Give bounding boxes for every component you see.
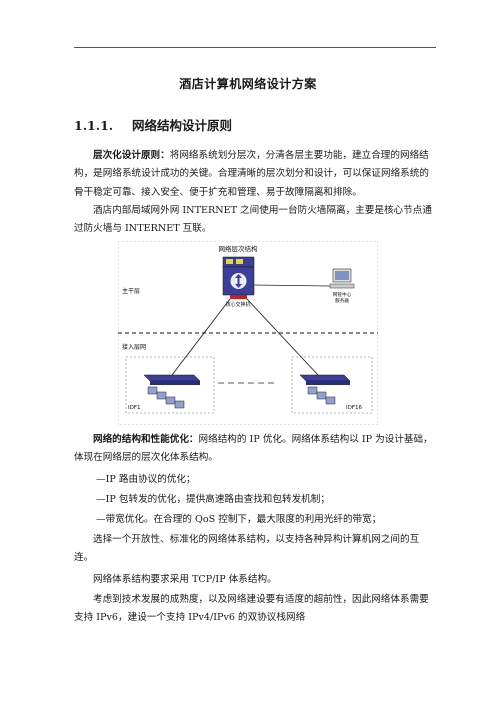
access-switch-icon — [299, 374, 351, 385]
paragraph-lead: 网络的结构和性能优化： — [93, 434, 199, 445]
mgmt-center-label: 网管中心 — [333, 291, 352, 298]
paragraph-text: —IP 路由协议的优化； — [96, 474, 196, 485]
header-rule — [74, 47, 436, 48]
idf-left-frame — [125, 356, 215, 414]
server-link — [253, 284, 331, 287]
bullet-bandwidth: —带宽优化。在合理的 QoS 控制下，最大限度的利用光纤的带宽； — [74, 511, 458, 529]
paragraph-text: 将网络系统划分层次，分清各层主要功能，建立合理的网络结构，是网络系统设计成功的关… — [74, 150, 429, 198]
pc-icon — [147, 386, 185, 409]
paragraph-lead: 层次化设计原则： — [93, 150, 170, 161]
idf-right-frame — [291, 356, 373, 414]
section-number: 1.1.1. — [74, 118, 114, 133]
core-switch-label: 核心交换机 — [225, 301, 250, 308]
paragraph-ipv6: 考虑到技术发展的成熟度，以及网络建设要有适度的超前性，因此网络体系需要支持 IP… — [74, 591, 436, 628]
idf-left-label: IDF1 — [128, 405, 141, 411]
paragraph-text: 酒店内部局域网外网 INTERNET 之间使用一台防火墙隔离，主要是核心节点通过… — [74, 205, 432, 235]
uplink-left — [171, 298, 231, 376]
server-computer-icon — [329, 268, 355, 289]
section-heading: 1.1.1. 网络结构设计原则 — [74, 115, 232, 134]
paragraph-firewall: 酒店内部局域网外网 INTERNET 之间使用一台防火墙隔离，主要是核心节点通过… — [74, 202, 436, 239]
section-title: 网络结构设计原则 — [132, 118, 233, 133]
idf-right-label: IDF16 — [346, 405, 363, 411]
paragraph-text: —IP 包转发的优化，提供高速路由查找和包转发机制； — [96, 494, 330, 505]
uplink-right — [246, 298, 319, 376]
mgmt-server-label: 服务器 — [335, 297, 349, 304]
paragraph-text: 选择一个开放性、标准化的网络体系结构，以支持各种异构计算机网之间的互连。 — [74, 534, 420, 564]
backbone-label: 主干层 — [122, 287, 140, 295]
paragraph-tcpip: 网络体系结构要求采用 TCP/IP 体系结构。 — [74, 571, 436, 589]
bullet-routing: —IP 路由协议的优化； — [74, 471, 458, 489]
access-switch-icon — [143, 374, 201, 385]
paragraph-open-architecture: 选择一个开放性、标准化的网络体系结构，以支持各种异构计算机网之间的互连。 — [74, 531, 436, 568]
paragraph-hierarchy: 层次化设计原则：将网络系统划分层次，分清各层主要功能，建立合理的网络结构，是网络… — [74, 147, 436, 202]
bullet-forwarding: —IP 包转发的优化，提供高速路由查找和包转发机制； — [74, 491, 458, 509]
access-label: 接入层网 — [122, 343, 146, 351]
core-switch-icon — [222, 256, 255, 299]
paragraph-text: 网络体系结构要求采用 TCP/IP 体系结构。 — [93, 574, 277, 585]
network-topology-diagram: 网络层次结构 主干层 接入层网 核心交换机 网管中心 服务器 IDF1 — [118, 241, 378, 425]
diagram-title: 网络层次结构 — [219, 244, 259, 253]
pc-icon — [307, 386, 336, 405]
paragraph-optimization: 网络的结构和性能优化：网络结构的 IP 优化。网络体系结构以 IP 为设计基础，… — [74, 431, 436, 468]
paragraph-text: 考虑到技术发展的成熟度，以及网络建设要有适度的超前性，因此网络体系需要支持 IP… — [74, 594, 429, 624]
document-title: 酒店计算机网络设计方案 — [179, 77, 317, 91]
paragraph-text: 网络结构的 IP 优化。网络体系结构以 IP 为设计基础，体现在网络层的层次化体… — [74, 434, 433, 464]
paragraph-text: —带宽优化。在合理的 QoS 控制下，最大限度的利用光纤的带宽； — [96, 514, 382, 525]
